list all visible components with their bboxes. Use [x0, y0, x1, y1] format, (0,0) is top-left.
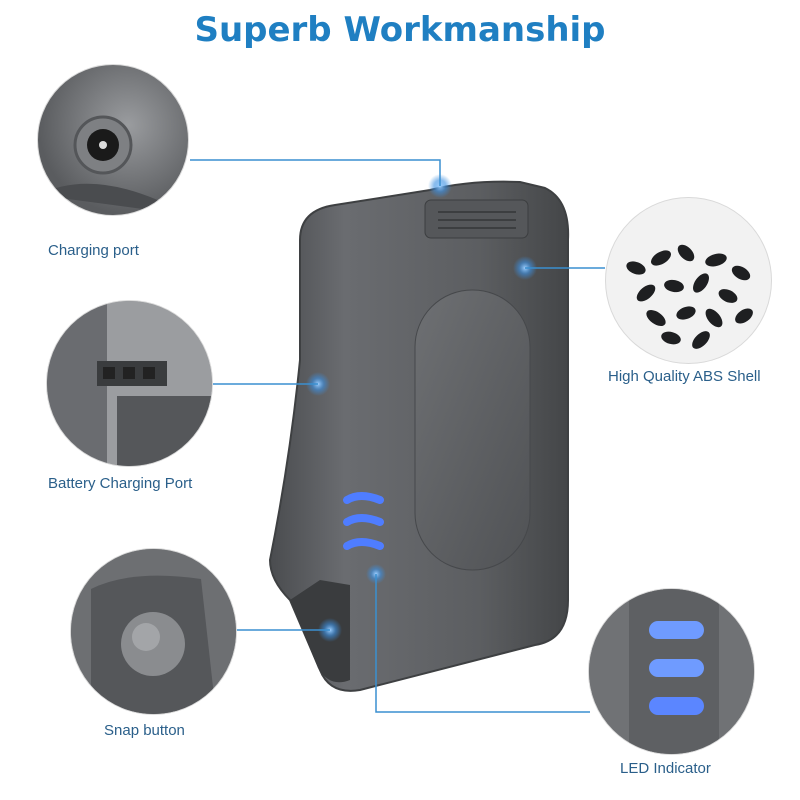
snap-button-detail	[70, 548, 237, 715]
led-slot	[343, 514, 384, 526]
led-bar	[649, 697, 704, 715]
abs-shell-detail	[605, 197, 772, 364]
abs-pellets-icon	[626, 244, 753, 349]
led-indicator-detail	[588, 588, 755, 755]
oval-window	[414, 289, 531, 571]
led-indicator-label: LED Indicator	[620, 760, 711, 777]
leader-line-charging-port	[190, 159, 441, 186]
battery-charging-port-detail	[46, 300, 213, 467]
led-slot	[343, 492, 384, 504]
charging-port-label: Charging port	[48, 242, 139, 259]
abs-shell-label: High Quality ABS Shell	[608, 368, 761, 385]
page-title: Superb Workmanship	[194, 10, 606, 50]
battery-charging-port-label: Battery Charging Port	[48, 475, 193, 492]
charging-port-detail	[37, 64, 189, 216]
led-bar	[649, 621, 704, 639]
snap-button-label: Snap button	[104, 722, 185, 739]
led-slot	[343, 538, 384, 550]
leader-line-led	[375, 574, 590, 713]
led-bar	[649, 659, 704, 677]
